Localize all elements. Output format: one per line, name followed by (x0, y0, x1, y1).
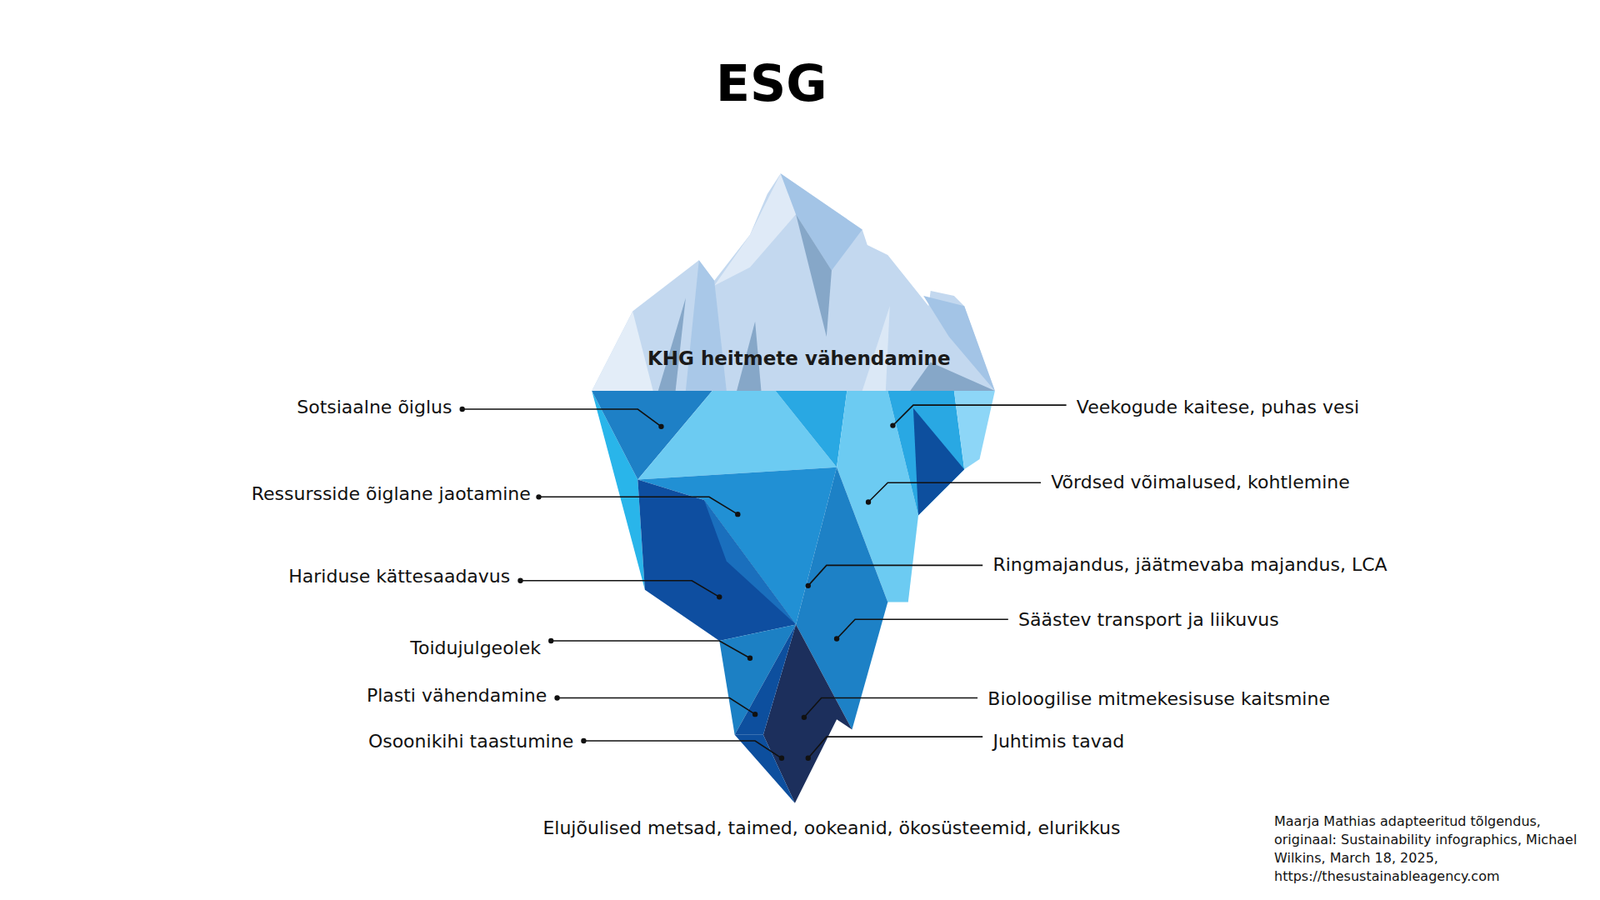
diagram-title: ESG (715, 54, 827, 113)
leader-dots (460, 406, 896, 761)
esg-topic-label: Säästev transport ja liikuvus (1018, 609, 1280, 631)
esg-topic-label: Elujõulised metsad, taimed, ookeanid, ök… (542, 817, 1120, 840)
esg-topic-label: Juhtimis tavad (992, 730, 1125, 753)
esg-topic-label: Võrdsed võimalused, kohtlemine (1050, 471, 1350, 494)
esg-topic-label: Bioloogilise mitmekesisuse kaitsmine (987, 688, 1330, 710)
esg-topic-label: Hariduse kättesaadavus (288, 565, 510, 588)
iceberg-heading: KHG heitmete vähendamine (647, 347, 951, 371)
leader-lines (462, 405, 1067, 759)
esg-topic-label: Sotsiaalne õiglus (296, 395, 452, 418)
esg-topic-label: Ringmajandus, jäätmevaba majandus, LCA (992, 554, 1387, 576)
esg-topic-label: Veekogude kaitese, puhas vesi (1076, 395, 1360, 418)
iceberg-top (591, 173, 995, 391)
source-caption: Maarja Mathias adapteeritud tõlgendus, o… (1274, 812, 1591, 886)
esg-topic-label: Plasti vähendamine (366, 685, 547, 707)
esg-topic-label: Osoonikihi taastumine (368, 730, 574, 753)
esg-topic-label: Toidujulgeolek (410, 636, 541, 659)
esg-topic-label: Ressursside õiglane jaotamine (251, 482, 531, 505)
